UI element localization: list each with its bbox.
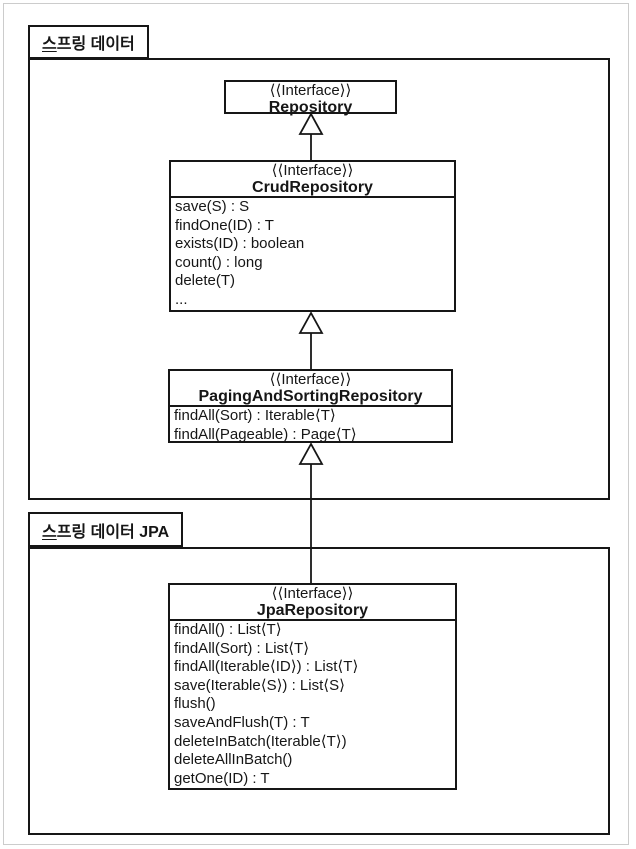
class-jpa-repository: ⟨⟨Interface⟩⟩ JpaRepository findAll() : …	[168, 583, 457, 790]
class-jpa-repository-stereotype: ⟨⟨Interface⟩⟩	[271, 585, 354, 602]
class-crud-repository-header: ⟨⟨Interface⟩⟩ CrudRepository	[171, 162, 454, 197]
class-crud-repository: ⟨⟨Interface⟩⟩ CrudRepository save(S) : S…	[169, 160, 456, 312]
class-repository-name: Repository	[268, 99, 353, 116]
class-jpa-repository-methods: findAll() : List⟨T⟩ findAll(Sort) : List…	[170, 619, 455, 788]
class-crud-repository-name: CrudRepository	[252, 179, 373, 196]
class-repository-stereotype: ⟨⟨Interface⟩⟩	[269, 82, 352, 99]
class-jpa-repository-name: JpaRepository	[256, 602, 369, 619]
class-repository-header: ⟨⟨Interface⟩⟩ Repository	[226, 82, 395, 117]
class-paging-and-sorting-repository-stereotype: ⟨⟨Interface⟩⟩	[269, 371, 352, 388]
class-crud-repository-methods: save(S) : S findOne(ID) : T exists(ID) :…	[171, 196, 454, 310]
package-label-spring-data-jpa: 스프링 데이터 JPA	[42, 523, 170, 541]
package-tab-spring-data-jpa: 스프링 데이터 JPA	[28, 512, 184, 547]
class-paging-and-sorting-repository-methods: findAll(Sort) : Iterable⟨T⟩ findAll(Page…	[170, 405, 451, 441]
class-paging-and-sorting-repository-name: PagingAndSortingRepository	[198, 388, 423, 405]
package-label-spring-data: 스프링 데이터	[42, 36, 135, 53]
class-paging-and-sorting-repository: ⟨⟨Interface⟩⟩ PagingAndSortingRepository…	[168, 369, 453, 443]
class-paging-and-sorting-repository-header: ⟨⟨Interface⟩⟩ PagingAndSortingRepository	[170, 371, 451, 406]
class-crud-repository-stereotype: ⟨⟨Interface⟩⟩	[271, 162, 354, 179]
package-tab-spring-data: 스프링 데이터	[28, 25, 149, 59]
class-jpa-repository-header: ⟨⟨Interface⟩⟩ JpaRepository	[170, 585, 455, 620]
class-repository: ⟨⟨Interface⟩⟩ Repository	[224, 80, 397, 117]
